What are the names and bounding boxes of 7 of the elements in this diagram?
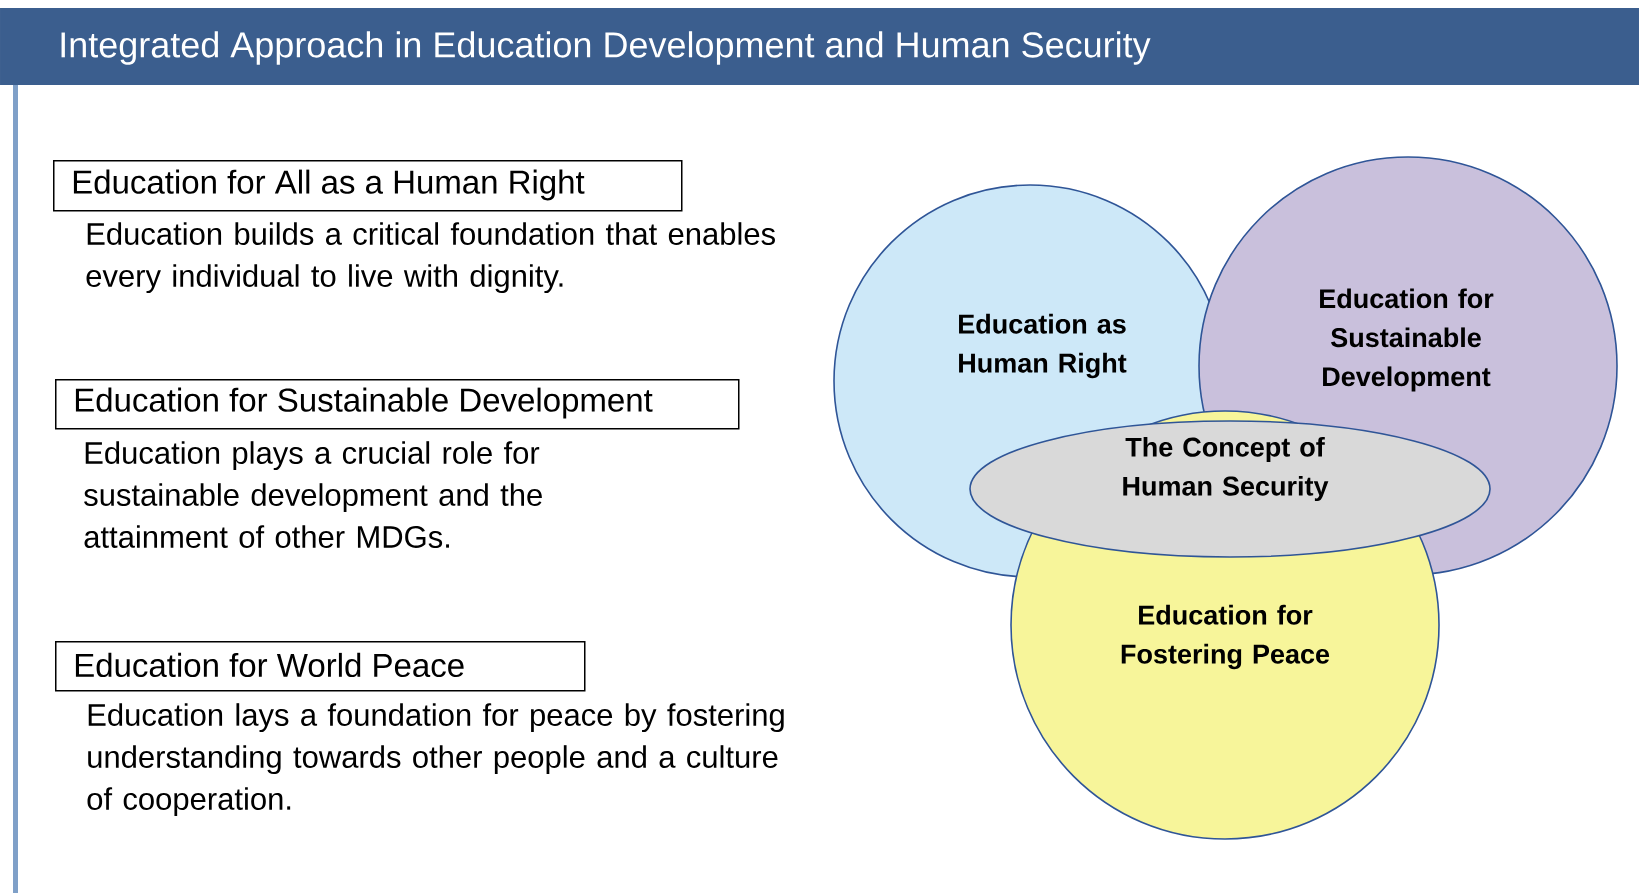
title-bar: Integrated Approach in Education Development and Human Security — [0, 8, 1639, 85]
heading-box: Education for Sustainable Development — [55, 379, 740, 430]
heading-box: Education for All as a Human Right — [53, 160, 683, 212]
description: Education builds a critical foundation that enables every individual to live with dignity. — [86, 222, 775, 294]
heading-box: Education for World Peace — [55, 641, 586, 692]
description: Education plays a crucial role for sustainable development and the attainment of other MDGs. — [84, 441, 542, 548]
description: Education lays a foundation for peace by fostering understanding towards other people and a culture of cooperation. — [87, 703, 784, 817]
